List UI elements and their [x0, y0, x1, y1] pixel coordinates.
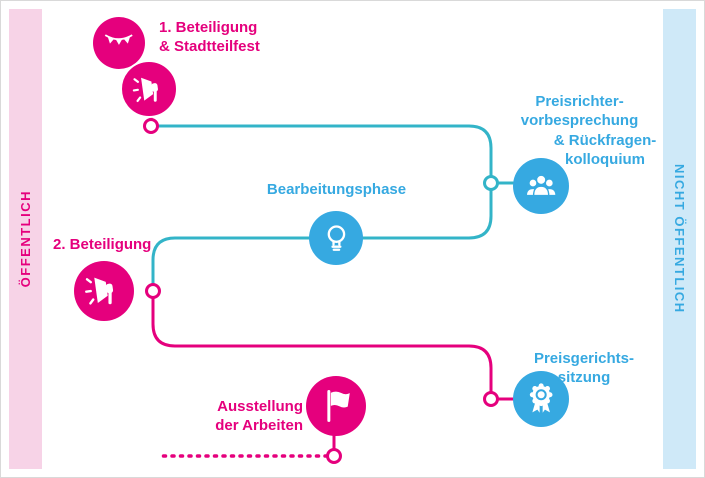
- label-preisgericht-line1: Preisgerichts-: [533, 350, 635, 367]
- label-preisrichter-line1: Preisrichter-: [535, 93, 624, 110]
- label-beteiligung2-text: 2. Beteiligung: [53, 236, 152, 253]
- label-preisrichter-line2: vorbesprechung: [520, 111, 639, 129]
- label-ausstellung-line2: der Arbeiten: [215, 416, 303, 434]
- label-preisrichter-line3: & Rückfragen-: [553, 132, 657, 149]
- label-preisrichter-bottom: & Rückfragen- kolloquium: [544, 132, 666, 170]
- label-beteiligung1: 1. Beteiligung & Stadtteilfest: [159, 19, 260, 57]
- public-band: ÖFFENTLICH: [9, 9, 42, 469]
- node-2: [483, 175, 499, 191]
- node-1: [143, 118, 159, 134]
- megaphone-icon: [74, 261, 134, 321]
- label-preisgericht: Preisgerichts- sitzung: [525, 350, 643, 388]
- lightbulb-icon: [309, 211, 363, 265]
- label-ausstellung-line1: Ausstellung: [217, 398, 303, 415]
- connector-top-loop: [149, 124, 493, 293]
- node-5: [326, 448, 342, 464]
- node-4: [483, 391, 499, 407]
- node-3: [145, 283, 161, 299]
- jury-icon: [513, 158, 569, 214]
- connector-nodes: [143, 118, 499, 464]
- label-bearbeitungsphase: Bearbeitungsphase: [259, 181, 414, 200]
- connector-bottom-loop: [151, 289, 493, 401]
- not-public-band: NICHT ÖFFENTLICH: [663, 9, 696, 469]
- label-preisrichter-line4: kolloquium: [565, 150, 645, 168]
- label-bearbeitungsphase-text: Bearbeitungsphase: [266, 181, 407, 198]
- label-beteiligung1-line2: & Stadtteilfest: [159, 37, 260, 55]
- label-preisgericht-line2: sitzung: [557, 368, 611, 386]
- label-beteiligung2: 2. Beteiligung: [53, 236, 151, 255]
- label-preisrichter-top: Preisrichter- vorbesprechung: [507, 93, 652, 131]
- label-ausstellung: Ausstellung der Arbeiten: [197, 398, 303, 436]
- medal-icon: [513, 371, 569, 427]
- not-public-band-label: NICHT ÖFFENTLICH: [672, 164, 687, 314]
- flag-icon: [306, 376, 366, 436]
- megaphone-icon: [120, 60, 178, 118]
- label-beteiligung1-line1: 1. Beteiligung: [159, 19, 258, 36]
- bunting-icon: [93, 17, 145, 69]
